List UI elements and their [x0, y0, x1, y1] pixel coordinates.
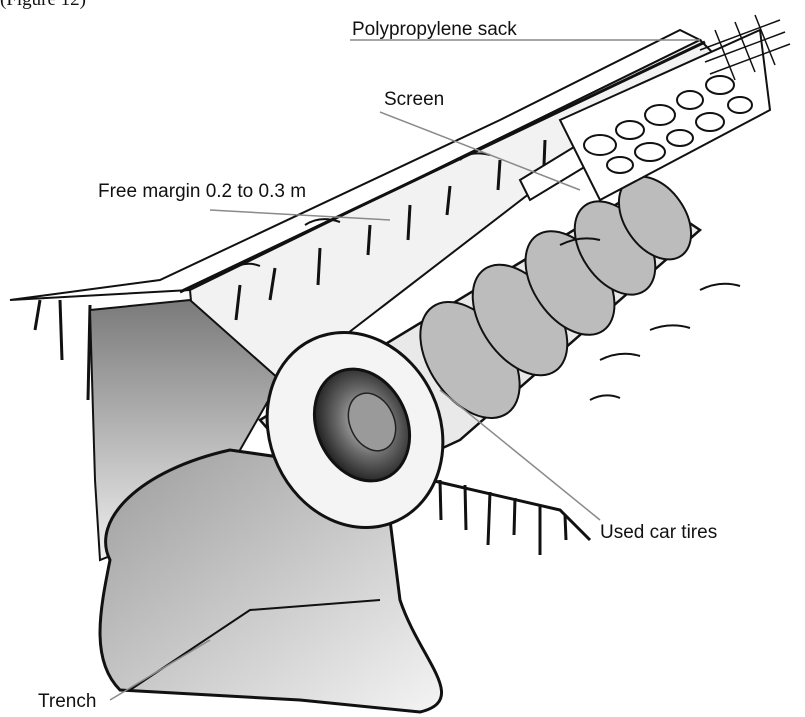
label-polypropylene-sack: Polypropylene sack [352, 20, 517, 39]
label-trench: Trench [38, 692, 96, 711]
label-used-car-tires: Used car tires [600, 523, 717, 542]
label-free-margin: Free margin 0.2 to 0.3 m [98, 182, 306, 201]
label-screen: Screen [384, 90, 444, 109]
